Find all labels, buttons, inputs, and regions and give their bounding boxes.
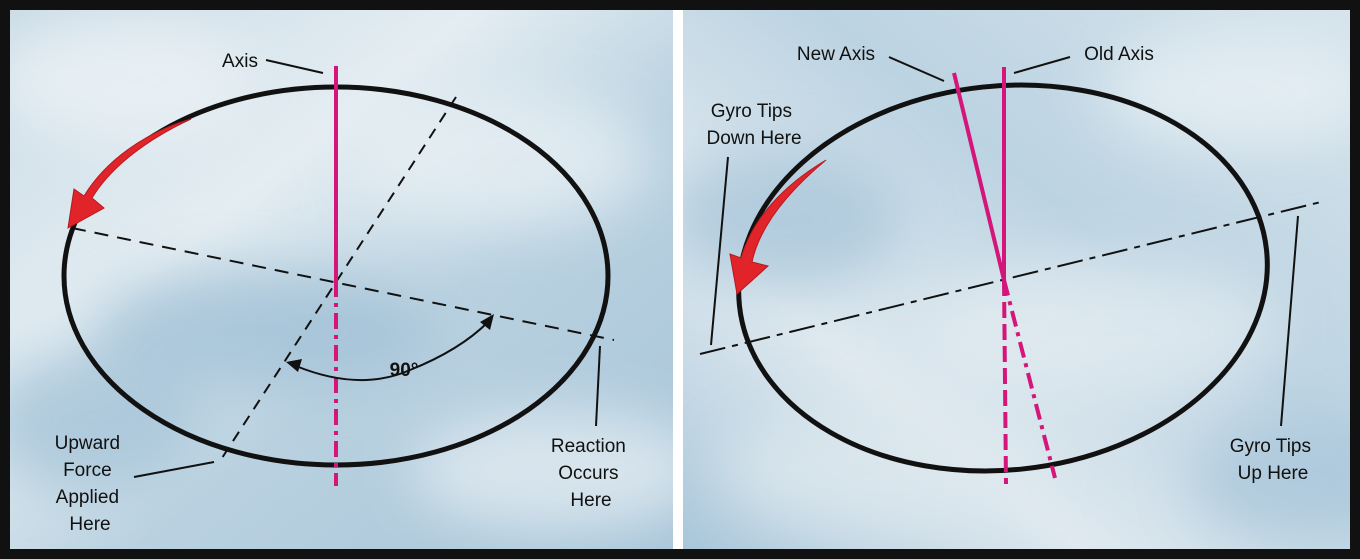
left-panel: Axis 90° Upward Force Applied Here React… <box>10 10 673 549</box>
right-tips-up-leader <box>1280 215 1299 427</box>
right-tips-up-label: Gyro Tips Up Here <box>1230 436 1317 484</box>
right-rotor-disc <box>736 82 1270 474</box>
right-old-axis-label: Old Axis <box>1084 44 1154 65</box>
right-new-axis-lower <box>1002 279 1057 479</box>
right-dashed-diameter <box>699 200 1326 355</box>
right-tips-down-label: Gyro Tips Down Here <box>706 101 801 149</box>
left-axis-label: Axis <box>222 51 258 72</box>
right-rotation-arrow <box>729 159 827 295</box>
left-sky-background <box>10 10 673 549</box>
left-reaction-leader <box>595 345 601 427</box>
right-new-axis-upper <box>952 72 1006 281</box>
left-reaction-label: Reaction Occurs Here <box>551 436 631 511</box>
left-force-leader <box>133 461 215 478</box>
right-new-axis-label: New Axis <box>797 44 875 65</box>
right-panel: New Axis Old Axis Gyro Tips Down Here Gy… <box>683 10 1350 549</box>
panel-divider <box>673 10 683 549</box>
left-rotation-arrow <box>67 118 192 229</box>
left-dashed-diameter-diagonal <box>221 96 457 459</box>
right-sky-background <box>683 10 1350 549</box>
right-old-axis-lower <box>1002 279 1008 485</box>
left-angle-arrowhead-end <box>480 314 494 330</box>
left-axis-leader <box>265 59 324 74</box>
left-force-label: Upward Force Applied Here <box>55 433 126 535</box>
right-new-axis-leader <box>888 56 945 82</box>
right-old-axis-leader <box>1013 56 1071 74</box>
left-angle-arrowhead-start <box>286 359 302 372</box>
left-angle-label: 90° <box>390 360 419 381</box>
left-angle-arc <box>295 321 489 382</box>
right-tips-down-leader <box>710 156 729 346</box>
left-dashed-diameter-horizontal <box>71 227 615 341</box>
